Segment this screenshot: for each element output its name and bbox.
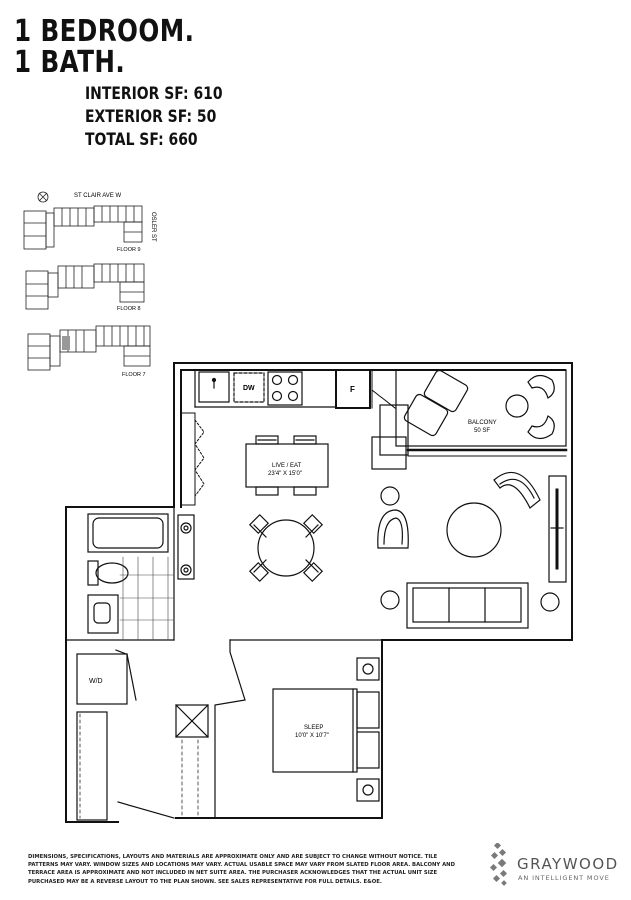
dining-table: [245, 435, 329, 496]
keyplan-floor-9-label: FLOOR 9: [117, 247, 141, 253]
bath-count: 1 BATH.: [14, 45, 126, 80]
nightstand-top: [356, 657, 380, 681]
live-eat-dims: 23'4" X 15'0": [268, 471, 302, 477]
live-eat-label: LIVE / EAT: [272, 463, 302, 469]
bedroom-count: 1 BEDROOM.: [14, 14, 195, 49]
keyplan-floor-8-label: FLOOR 8: [117, 306, 141, 312]
bedroom: [175, 639, 383, 819]
sleep-dims: 10'0" X 10'7": [295, 733, 329, 739]
brand-tagline: AN INTELLIGENT MOVE: [518, 874, 610, 882]
round-table: [248, 513, 324, 583]
exterior-walls: [65, 362, 573, 823]
sink-icon: [198, 371, 230, 403]
key-plan: ST CLAIR AVE W OSLER ST FLOOR 9 FLOOR 8 …: [23, 191, 156, 378]
unit-title: 1 BEDROOM. 1 BATH.: [14, 16, 194, 78]
balcony-furniture: [403, 369, 555, 440]
graywood-logo: GRAYWOOD AN INTELLIGENT MOVE: [487, 843, 622, 889]
disclaimer: Dimensions, specifications, layouts and …: [28, 854, 455, 885]
nightstand-bottom: [356, 778, 380, 802]
exterior-sf: EXTERIOR SF: 50: [85, 107, 217, 127]
closet: [180, 412, 205, 506]
kitchen: [194, 369, 396, 409]
sleep-label: SLEEP: [304, 725, 323, 731]
armchair-right: [493, 471, 541, 509]
media-unit: [548, 475, 567, 583]
closet-bedroom: [175, 704, 209, 738]
keyplan-side-street-label: OSLER ST: [150, 212, 156, 242]
toilet: [87, 560, 129, 586]
bathroom: [65, 506, 195, 641]
keyplan-unit-highlight: [62, 336, 70, 350]
armchair-left: [377, 509, 409, 549]
compass-icon: [37, 191, 49, 203]
cooktop-icon: [267, 371, 303, 406]
washer-dryer-label: W/D: [89, 678, 103, 685]
balcony: [371, 369, 568, 470]
total-sf: TOTAL SF: 660: [85, 130, 198, 150]
sofa: [406, 582, 529, 629]
laundry: [76, 649, 175, 821]
fridge-label: F: [350, 385, 355, 394]
bathtub: [87, 513, 169, 553]
balcony-area-label: 50 SF: [474, 428, 490, 434]
fridge: [335, 369, 371, 409]
dishwasher-label: DW: [243, 385, 255, 392]
interior-sf: INTERIOR SF: 610: [85, 84, 223, 104]
bed: [272, 688, 358, 773]
area-stats: INTERIOR SF: 610 EXTERIOR SF: 50 TOTAL S…: [85, 83, 223, 152]
brand-name: GRAYWOOD: [517, 855, 619, 873]
keyplan-floor-7-label: FLOOR 7: [122, 372, 146, 378]
keyplan-floor-7: [27, 325, 151, 371]
keyplan-floor-8: [25, 263, 145, 310]
dishwasher: [233, 372, 265, 403]
keyplan-street-label: ST CLAIR AVE W: [74, 193, 121, 199]
vanity: [87, 594, 119, 634]
living-area: [377, 471, 567, 629]
keyplan-floor-9: [23, 205, 143, 250]
graywood-mark-icon: [489, 843, 508, 886]
balcony-label: BALCONY: [468, 420, 497, 426]
